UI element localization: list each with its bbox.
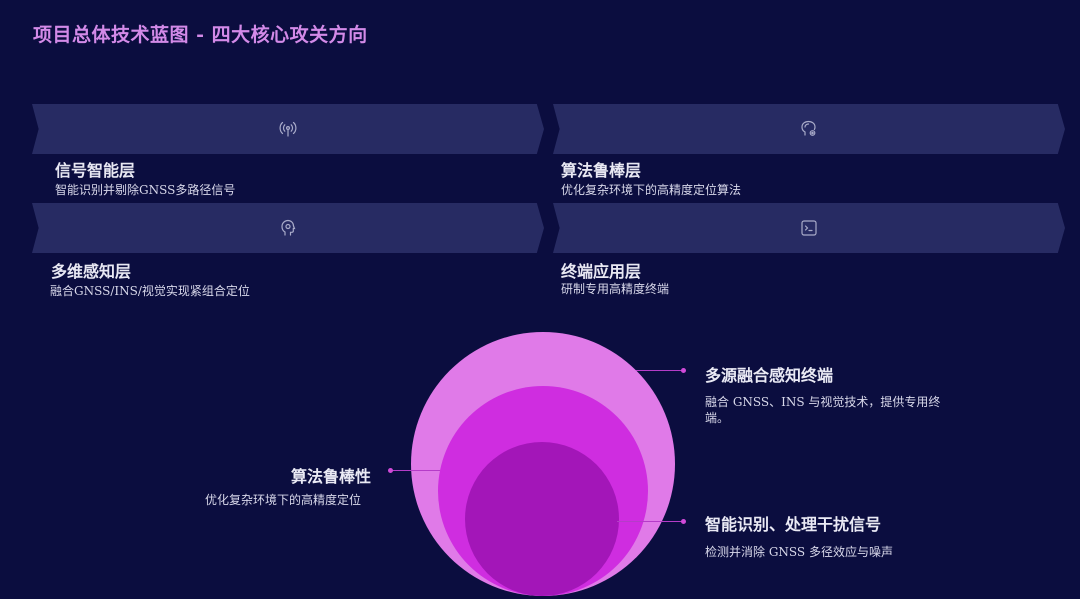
- inner-circle: [465, 442, 619, 596]
- layer-desc-signal: 智能识别并剔除GNSS多路径信号: [55, 183, 236, 197]
- chevron-banner-algorithm: [553, 104, 1065, 154]
- brain-gear-icon: [799, 119, 819, 139]
- terminal-window-icon: [799, 218, 819, 238]
- head-sensor-icon: [278, 218, 298, 238]
- layer-desc-terminal: 研制专用高精度终端: [561, 282, 670, 296]
- leader-line-outer: [636, 370, 684, 371]
- chevron-banner-terminal: [553, 203, 1065, 253]
- callout-title-outer: 多源融合感知终端: [705, 366, 834, 385]
- layer-desc-perception: 融合GNSS/INS/视觉实现紧组合定位: [50, 284, 250, 298]
- signal-antenna-icon: [278, 119, 298, 139]
- layer-title-terminal: 终端应用层: [561, 262, 642, 281]
- layer-title-algorithm: 算法鲁棒层: [561, 161, 642, 180]
- callout-title-middle: 算法鲁棒性: [291, 467, 372, 486]
- leader-dot-inner: [681, 519, 686, 524]
- layer-title-perception: 多维感知层: [51, 262, 132, 281]
- leader-line-middle: [392, 470, 440, 471]
- page-title: 项目总体技术蓝图 - 四大核心攻关方向: [33, 24, 368, 46]
- callout-desc-inner: 检测并消除 GNSS 多径效应与噪声: [705, 545, 893, 559]
- leader-dot-middle: [388, 468, 393, 473]
- layer-title-signal: 信号智能层: [55, 161, 136, 180]
- callout-title-inner: 智能识别、处理干扰信号: [705, 515, 882, 534]
- leader-line-inner: [617, 521, 684, 522]
- layer-desc-algorithm: 优化复杂环境下的高精度定位算法: [561, 183, 742, 197]
- leader-dot-outer: [681, 368, 686, 373]
- callout-desc-outer: 融合 GNSS、INS 与视觉技术，提供专用终端。: [705, 395, 941, 425]
- callout-desc-middle: 优化复杂环境下的高精度定位: [205, 493, 362, 507]
